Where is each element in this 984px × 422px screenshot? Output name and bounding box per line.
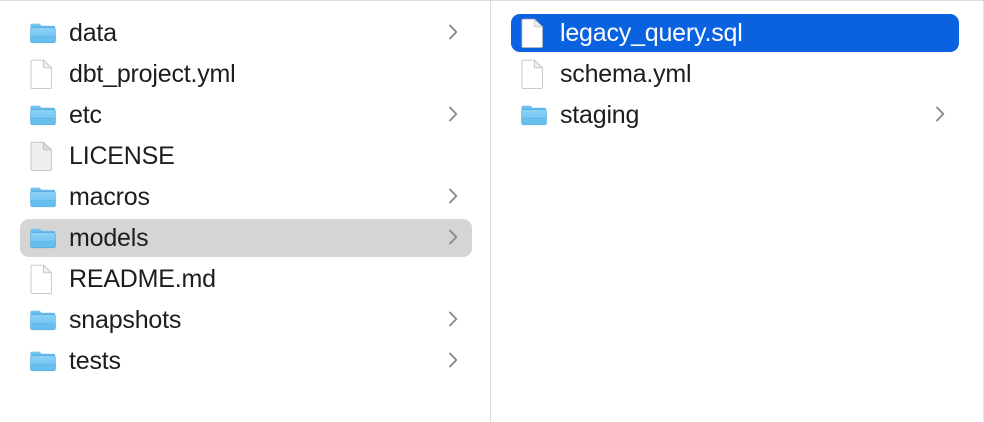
document-icon	[29, 59, 57, 89]
folder-icon	[29, 182, 57, 212]
folder-icon	[520, 100, 548, 130]
finder-row-file[interactable]: README.md	[20, 260, 472, 298]
folder-icon	[29, 18, 57, 48]
chevron-right-icon[interactable]	[448, 23, 462, 43]
chevron-right-icon[interactable]	[448, 228, 462, 248]
finder-item-label: etc	[69, 101, 102, 129]
finder-item-label: tests	[69, 347, 121, 375]
finder-item-label: data	[69, 19, 117, 47]
finder-item-label: staging	[560, 101, 640, 129]
finder-row-folder[interactable]: macros	[20, 178, 472, 216]
finder-item-label: schema.yml	[560, 60, 692, 88]
finder-row-folder[interactable]: tests	[20, 342, 472, 380]
chevron-right-icon[interactable]	[935, 105, 949, 125]
finder-item-label: models	[69, 224, 149, 252]
finder-row-file[interactable]: dbt_project.yml	[20, 55, 472, 93]
finder-row-folder[interactable]: staging	[511, 96, 959, 134]
finder-row-folder[interactable]: etc	[20, 96, 472, 134]
folder-icon	[29, 223, 57, 253]
finder-row-file[interactable]: schema.yml	[511, 55, 959, 93]
finder-row-folder[interactable]: snapshots	[20, 301, 472, 339]
finder-row-file[interactable]: legacy_query.sql	[511, 14, 959, 52]
chevron-right-icon[interactable]	[448, 187, 462, 207]
finder-item-label: LICENSE	[69, 142, 175, 170]
document-icon	[520, 59, 548, 89]
folder-icon	[29, 305, 57, 335]
folder-icon	[29, 346, 57, 376]
finder-column-child[interactable]: legacy_query.sql schema.yml staging	[491, 1, 984, 422]
plain-document-icon	[29, 141, 57, 171]
finder-item-label: macros	[69, 183, 150, 211]
finder-item-label: snapshots	[69, 306, 182, 334]
chevron-right-icon[interactable]	[448, 351, 462, 371]
document-icon	[520, 18, 548, 48]
chevron-right-icon[interactable]	[448, 310, 462, 330]
document-icon	[29, 264, 57, 294]
folder-icon	[29, 100, 57, 130]
chevron-right-icon[interactable]	[448, 105, 462, 125]
finder-item-label: legacy_query.sql	[560, 19, 743, 47]
finder-item-label: README.md	[69, 265, 216, 293]
finder-row-folder[interactable]: data	[20, 14, 472, 52]
finder-row-folder[interactable]: models	[20, 219, 472, 257]
finder-row-file[interactable]: LICENSE	[20, 137, 472, 175]
finder-item-label: dbt_project.yml	[69, 60, 236, 88]
